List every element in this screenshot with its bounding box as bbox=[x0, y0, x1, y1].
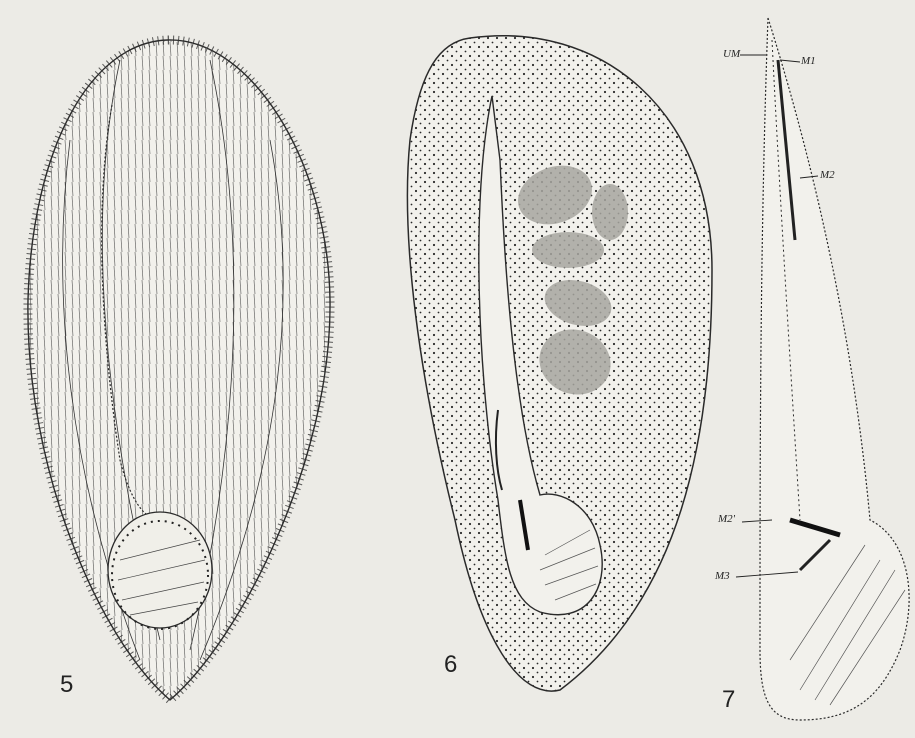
figure-5-cell bbox=[20, 30, 340, 710]
label-m2-prime: M2' bbox=[718, 514, 735, 525]
figure-number-6: 6 bbox=[444, 653, 457, 677]
figure-number-7: 7 bbox=[722, 688, 735, 712]
label-line-m1 bbox=[780, 60, 800, 62]
label-m2: M2 bbox=[820, 170, 835, 181]
label-m3: M3 bbox=[715, 571, 730, 582]
figure-7-detail bbox=[736, 18, 909, 720]
label-um: UM bbox=[723, 49, 740, 60]
figure-6-cell bbox=[400, 20, 720, 710]
figure-number-5: 5 bbox=[60, 673, 73, 697]
label-m1: M1 bbox=[801, 56, 816, 67]
